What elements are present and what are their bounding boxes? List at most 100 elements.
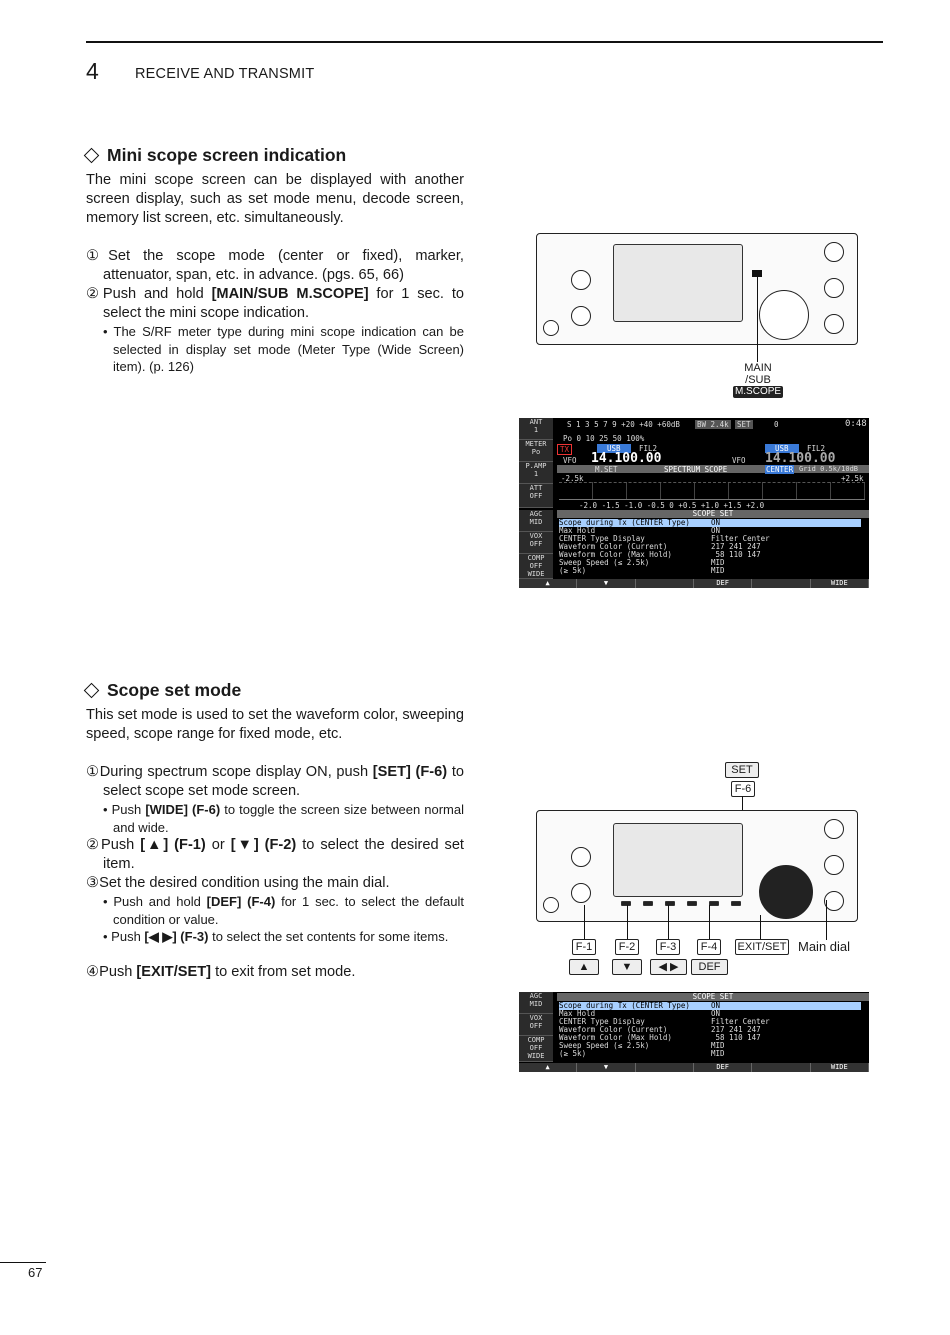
section2-step4: ④Push [EXIT/SET] to exit from set mode. <box>86 964 356 980</box>
section1-step1: ①Set the scope mode (center or fixed), m… <box>86 248 464 283</box>
phones-jack-icon <box>543 320 559 336</box>
main-dial-icon <box>759 290 809 340</box>
scope-set-row[interactable]: Waveform Color (Max Hold) 58 110 147 <box>559 1033 761 1042</box>
scope-set-row[interactable]: Waveform Color (Current)217 241 247 <box>559 542 761 551</box>
up-key-label: ▲ <box>569 959 599 975</box>
diamond-icon <box>83 148 100 164</box>
f2-key[interactable]: ▼ <box>577 1063 636 1072</box>
main-vfo: VFO <box>563 456 577 465</box>
f5-button[interactable] <box>709 901 719 906</box>
f5-key[interactable] <box>752 1063 811 1072</box>
main-dial-label: Main dial <box>798 939 851 954</box>
callout-line <box>826 900 827 940</box>
left-right-key-label: ◀ ▶ <box>650 959 687 975</box>
scope-set-title: SCOPE SET <box>557 510 869 518</box>
section2-step1: ①During spectrum scope display ON, push … <box>86 764 464 799</box>
chapter-number: 4 <box>86 58 99 84</box>
def-key-label: DEF <box>691 959 728 975</box>
po-meter-scale: Po 0 10 25 50 100% <box>563 434 645 443</box>
f6-key[interactable]: WIDE <box>811 1063 869 1072</box>
f1-label: F-1 <box>572 939 596 955</box>
diamond-icon <box>83 683 100 699</box>
section2-intro: This set mode is used to set the wavefor… <box>86 707 464 742</box>
section2-step2: ②Push [▲] (F-1) or [▼] (F-2) to select t… <box>86 837 464 872</box>
transceiver-front-panel-1 <box>536 233 858 345</box>
scope-set-row[interactable]: Scope during Tx (CENTER Type)ON <box>559 1002 861 1010</box>
center-mode: CENTER <box>765 465 795 474</box>
section1-step2: ②Push and hold [MAIN/SUB M.SCOPE] for 1 … <box>86 286 464 321</box>
spectrum-scope-title: SPECTRUM SCOPE <box>664 465 728 474</box>
scope-set-row[interactable]: Sweep Speed (≤ 2.5k)MID <box>559 1041 725 1050</box>
main-dial-icon <box>759 865 813 919</box>
function-key-bar: ▲ ▼ DEF WIDE <box>519 1063 869 1072</box>
f4-key[interactable]: DEF <box>694 579 753 588</box>
knob-icon <box>571 883 591 903</box>
down-key-label: ▼ <box>612 959 642 975</box>
page-number: 67 <box>28 1265 43 1280</box>
phones-jack-icon <box>543 897 559 913</box>
scope-set-row[interactable]: (≥ 5k)MID <box>559 566 725 575</box>
f3-button[interactable] <box>665 901 675 906</box>
set-indicator: SET <box>735 420 753 429</box>
footer-rule <box>0 1262 46 1263</box>
section2-bullet2: • Push and hold [DEF] (F-4) for 1 sec. t… <box>103 894 465 927</box>
chapter-title: RECEIVE AND TRANSMIT <box>135 66 315 82</box>
f4-key[interactable]: DEF <box>694 1063 753 1072</box>
f6-button[interactable] <box>731 901 741 906</box>
radio-display <box>613 823 743 897</box>
scope-grid <box>559 482 865 500</box>
section2-bullet3: • Push [◀ ▶] (F-3) to select the set con… <box>103 929 449 944</box>
main-frequency: 14.100.00 <box>591 451 662 466</box>
grid-label: Grid 0.5k/10dB <box>799 465 859 473</box>
section1-intro: The mini scope screen can be displayed w… <box>86 172 464 226</box>
f1-key[interactable]: ▲ <box>519 1063 578 1072</box>
callout-line <box>760 915 761 939</box>
callout-line <box>757 276 758 362</box>
section2-bullet1: • Push [WIDE] (F-6) to toggle the screen… <box>103 802 464 835</box>
f6-label: F-6 <box>731 781 755 797</box>
set-label: SET <box>725 762 759 778</box>
f3-key[interactable] <box>636 579 694 588</box>
knob-icon <box>571 270 591 290</box>
knob-icon <box>824 242 844 262</box>
s-meter-scale: S 1 3 5 7 9 +20 +40 +60dB <box>567 420 680 429</box>
f5-key[interactable] <box>752 579 811 588</box>
scope-set-row[interactable]: Scope during Tx (CENTER Type)ON <box>559 519 861 527</box>
f4-label: F-4 <box>697 939 721 955</box>
scope-set-row[interactable]: (≥ 5k)MID <box>559 1049 725 1058</box>
knob-icon <box>824 819 844 839</box>
span-left: -2.5k <box>561 474 584 483</box>
exit-set-label: EXIT/SET <box>735 939 789 955</box>
f2-button[interactable] <box>643 901 653 906</box>
f2-key[interactable]: ▼ <box>577 579 636 588</box>
callout-line <box>668 905 669 939</box>
f1-key[interactable]: ▲ <box>519 579 578 588</box>
mset-label: M.SET <box>595 465 618 474</box>
mscope-callout: MAIN /SUB M.SCOPE <box>733 362 783 400</box>
scope-set-row[interactable]: Waveform Color (Current)217 241 247 <box>559 1025 761 1034</box>
zero-indicator: 0 <box>774 420 779 429</box>
header-rule <box>86 41 883 43</box>
f6-key[interactable]: WIDE <box>811 579 869 588</box>
tx-indicator: TX <box>557 444 573 455</box>
scope-set-screen: AGC MID VOX OFF COMP OFF WIDE SCOPE SET … <box>519 992 869 1072</box>
function-key-bar: ▲ ▼ DEF WIDE <box>519 579 869 588</box>
section-title-scope-set: Scope set mode <box>82 680 241 701</box>
section1-bullet1: • The S/RF meter type during mini scope … <box>103 324 464 374</box>
callout-line <box>627 905 628 939</box>
f3-label: F-3 <box>656 939 680 955</box>
clock: 0:48 <box>845 419 867 429</box>
f4-button[interactable] <box>687 901 697 906</box>
knob-icon <box>824 314 844 334</box>
knob-icon <box>824 278 844 298</box>
f3-key[interactable] <box>636 1063 694 1072</box>
scope-set-row[interactable]: Sweep Speed (≤ 2.5k)MID <box>559 558 725 567</box>
callout-line <box>584 905 585 939</box>
scope-set-row[interactable]: Waveform Color (Max Hold) 58 110 147 <box>559 550 761 559</box>
mscope-button-highlight <box>752 270 762 277</box>
f1-button[interactable] <box>621 901 631 906</box>
